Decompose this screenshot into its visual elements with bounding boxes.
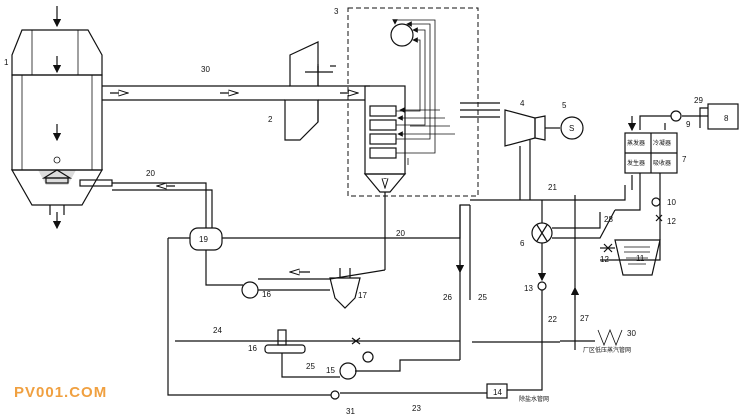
label-4: 4 bbox=[520, 99, 525, 108]
absorption-chiller-7 bbox=[600, 103, 739, 261]
label-19: 19 bbox=[199, 235, 208, 244]
label-8: 8 bbox=[724, 114, 729, 123]
label-13: 13 bbox=[524, 284, 533, 293]
label-5: 5 bbox=[562, 101, 567, 110]
label-22: 22 bbox=[548, 315, 557, 324]
label-10: 10 bbox=[667, 198, 676, 207]
drain-tank-16 bbox=[175, 329, 460, 380]
generator-5 bbox=[560, 116, 584, 140]
label-27: 27 bbox=[580, 314, 589, 323]
label-15: 15 bbox=[326, 366, 335, 375]
panel-absorber: 吸收器 bbox=[653, 159, 671, 167]
label-21: 21 bbox=[548, 183, 557, 192]
cooling-tower-11 bbox=[600, 239, 661, 276]
main-pipework bbox=[455, 185, 626, 360]
label-7: 7 bbox=[682, 155, 687, 164]
label-20b: 20 bbox=[396, 229, 405, 238]
pump-10 bbox=[651, 197, 661, 207]
label-26: 26 bbox=[443, 293, 452, 302]
pump-9 bbox=[670, 110, 682, 122]
label-14: 14 bbox=[493, 388, 502, 397]
pump-18 bbox=[241, 281, 259, 299]
flue-duct-30 bbox=[102, 85, 358, 101]
makeup-water-label: 除盐水管网 bbox=[519, 395, 549, 403]
panel-condenser: 冷凝器 bbox=[653, 139, 671, 147]
label-2: 2 bbox=[268, 115, 273, 124]
label-30a: 30 bbox=[201, 65, 210, 74]
panel-generator: 发生器 bbox=[627, 159, 645, 167]
label-31: 31 bbox=[346, 407, 355, 416]
label-17: 17 bbox=[358, 291, 367, 300]
label-16a: 16 bbox=[248, 344, 257, 353]
watermark: PV001.COM bbox=[14, 384, 107, 401]
makeup-tank-14 bbox=[486, 383, 508, 399]
panel-evaporator: 蒸发器 bbox=[627, 139, 645, 147]
label-16b: 16 bbox=[262, 290, 271, 299]
motor-m bbox=[362, 351, 374, 363]
label-25a: 25 bbox=[306, 362, 315, 371]
label-25b: 25 bbox=[478, 293, 487, 302]
line-22 bbox=[507, 290, 543, 391]
equipment-labels: 1 2 3 4 5 6 7 8 9 10 11 12 12 13 14 15 1… bbox=[4, 7, 729, 416]
label-24: 24 bbox=[213, 326, 222, 335]
waste-heat-boiler-enclosure bbox=[347, 7, 479, 197]
label-20: 20 bbox=[146, 169, 155, 178]
label-11: 11 bbox=[636, 254, 645, 263]
label-9: 9 bbox=[686, 120, 691, 129]
label-29: 29 bbox=[694, 96, 703, 105]
deaerator-19 bbox=[112, 183, 470, 286]
pump-31 bbox=[330, 390, 340, 400]
steam-turbine-4 bbox=[504, 109, 584, 200]
label-6: 6 bbox=[520, 239, 525, 248]
label-23: 23 bbox=[412, 404, 421, 413]
label-3: 3 bbox=[334, 7, 339, 16]
label-30b: 30 bbox=[627, 329, 636, 338]
heat-user-label: 厂区低压蒸汽管网 bbox=[583, 346, 631, 354]
condenser-6 bbox=[531, 200, 616, 282]
cooling-user-8 bbox=[707, 103, 739, 130]
dust-collector-2 bbox=[284, 41, 370, 141]
label-12a: 12 bbox=[667, 217, 676, 226]
pump-15 bbox=[339, 362, 357, 380]
label-generator-s: S bbox=[569, 124, 574, 133]
separator-17 bbox=[329, 268, 361, 309]
pump-13 bbox=[537, 281, 547, 291]
label-1: 1 bbox=[4, 58, 9, 67]
text-annotations: 蒸发器 冷凝器 发生器 吸收器 厂区低压蒸汽管网 除盐水管网 bbox=[519, 139, 671, 403]
drum-piping bbox=[392, 19, 500, 165]
heat-exchanger-30 bbox=[597, 328, 623, 347]
label-28: 28 bbox=[604, 215, 613, 224]
label-12b: 12 bbox=[600, 255, 609, 264]
boiler-body bbox=[363, 23, 414, 270]
furnace-unit bbox=[10, 29, 104, 215]
